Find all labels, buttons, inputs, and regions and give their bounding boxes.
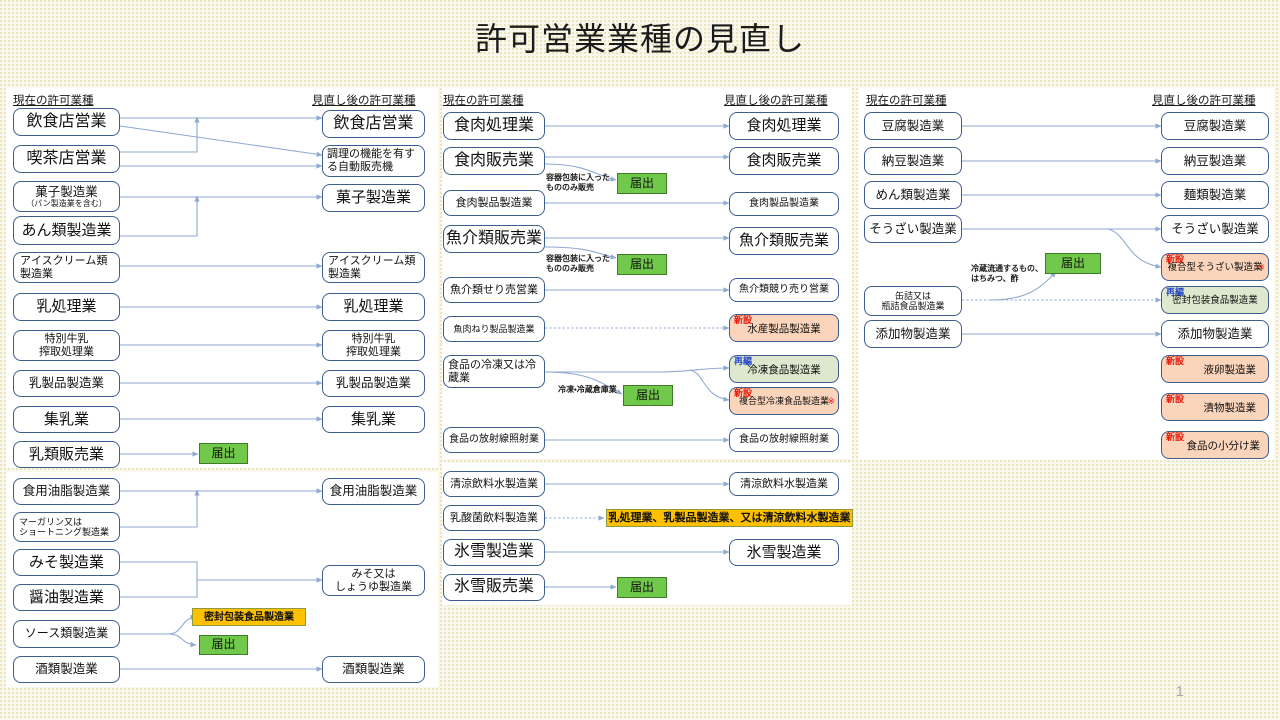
node-current-left-11[interactable]: マーガリン又は ショートニング製造業 xyxy=(13,512,120,542)
node-revised-right-4[interactable]: 新設 複合型そうざい製造業 ※ xyxy=(1161,253,1269,281)
node-current-left-13[interactable]: 醤油製造業 xyxy=(13,584,120,611)
page-number: 1 xyxy=(1175,683,1184,700)
node-revised-right-7[interactable]: 新設 液卵製造業 xyxy=(1161,355,1269,383)
node-revised-right-6[interactable]: 添加物製造業 xyxy=(1161,320,1269,348)
chip-notification-left-1[interactable]: 届出 xyxy=(199,635,248,655)
node-revised-middle-6[interactable]: 再編 冷凍食品製造業 xyxy=(729,355,839,383)
node-current-left-4[interactable]: アイスクリーム類 製造業 xyxy=(13,252,120,283)
node-current-middle-8[interactable]: 清涼飲料水製造業 xyxy=(443,471,545,497)
node-revised-middle-8[interactable]: 食品の放射線照射業 xyxy=(729,428,839,452)
node-revised-left-9[interactable]: みそ又は しょうゆ製造業 xyxy=(322,565,425,596)
chip-notification-left-0[interactable]: 届出 xyxy=(199,443,248,464)
chip-notification-middle-3[interactable]: 届出 xyxy=(617,577,667,598)
node-revised-middle-7[interactable]: 新設 複合型冷凍食品製造業 ※ xyxy=(729,387,839,415)
node-current-left-10[interactable]: 食用油脂製造業 xyxy=(13,478,120,505)
node-revised-left-2[interactable]: 菓子製造業 xyxy=(322,184,425,212)
node-current-middle-5[interactable]: 魚肉ねり製品製造業 xyxy=(443,316,545,342)
node-revised-right-1[interactable]: 納豆製造業 xyxy=(1161,147,1269,175)
node-revised-left-5[interactable]: 特別牛乳 搾取処理業 xyxy=(322,330,425,361)
node-current-left-6[interactable]: 特別牛乳 搾取処理業 xyxy=(13,330,120,361)
annotation-refrigerated-honey-vinegar: 冷蔵流通するもの、 はちみつ、酢 xyxy=(971,264,1043,283)
node-revised-right-3[interactable]: そうざい製造業 xyxy=(1161,215,1269,243)
chip-notification-middle-1[interactable]: 届出 xyxy=(617,254,667,275)
annotation-packaged-only-0: 容器包装に入った もののみ販売 xyxy=(546,173,610,192)
node-current-left-8[interactable]: 集乳業 xyxy=(13,406,120,433)
node-current-middle-7[interactable]: 食品の放射線照射業 xyxy=(443,427,545,453)
heading-revised-middle: 見直し後の許可業種 xyxy=(724,95,828,107)
node-current-left-5[interactable]: 乳処理業 xyxy=(13,293,120,321)
node-current-middle-6[interactable]: 食品の冷凍又は冷 蔵業 xyxy=(443,355,545,388)
node-current-right-2[interactable]: めん類製造業 xyxy=(864,181,962,209)
node-current-right-3[interactable]: そうざい製造業 xyxy=(864,215,962,243)
node-revised-left-3[interactable]: アイスクリーム類 製造業 xyxy=(322,252,425,283)
node-revised-left-0[interactable]: 飲食店営業 xyxy=(322,110,425,138)
node-current-right-0[interactable]: 豆腐製造業 xyxy=(864,112,962,140)
annotation-packaged-only-1: 容器包装に入った もののみ販売 xyxy=(546,254,610,273)
node-revised-left-7[interactable]: 集乳業 xyxy=(322,406,425,433)
heading-current-middle: 現在の許可業種 xyxy=(443,95,524,107)
node-current-right-1[interactable]: 納豆製造業 xyxy=(864,147,962,175)
node-current-right-4[interactable]: 缶詰又は 瓶詰食品製造業 xyxy=(864,286,962,316)
chip-sealed-package-left[interactable]: 密封包装食品製造業 xyxy=(192,608,306,626)
asterisk-marker: ※ xyxy=(827,396,835,406)
node-current-middle-2[interactable]: 食肉製品製造業 xyxy=(443,190,545,216)
node-current-left-3[interactable]: あん類製造業 xyxy=(13,216,120,245)
annotation-cold-storage: 冷凍・冷蔵倉庫業 xyxy=(558,385,617,394)
node-revised-right-9[interactable]: 新設 食品の小分け業 xyxy=(1161,431,1269,459)
node-current-middle-10[interactable]: 氷雪製造業 xyxy=(443,539,545,566)
node-revised-left-4[interactable]: 乳処理業 xyxy=(322,293,425,321)
node-revised-right-8[interactable]: 新設 漬物製造業 xyxy=(1161,393,1269,421)
node-revised-middle-2[interactable]: 食肉製品製造業 xyxy=(729,192,839,216)
node-revised-middle-0[interactable]: 食肉処理業 xyxy=(729,112,839,140)
heading-revised-left: 見直し後の許可業種 xyxy=(312,95,416,107)
chip-dairy-alt-middle[interactable]: 乳処理業、乳製品製造業、又は清涼飲料水製造業 xyxy=(606,509,853,527)
heading-current-left: 現在の許可業種 xyxy=(13,95,94,107)
chip-notification-right-0[interactable]: 届出 xyxy=(1045,253,1101,274)
node-current-right-5[interactable]: 添加物製造業 xyxy=(864,320,962,348)
node-current-middle-4[interactable]: 魚介類せり売営業 xyxy=(443,277,545,303)
heading-revised-right: 見直し後の許可業種 xyxy=(1152,95,1256,107)
node-revised-right-2[interactable]: 麺類製造業 xyxy=(1161,181,1269,209)
node-revised-middle-1[interactable]: 食肉販売業 xyxy=(729,147,839,175)
node-revised-middle-4[interactable]: 魚介類競り売り営業 xyxy=(729,278,839,302)
node-current-left-9[interactable]: 乳類販売業 xyxy=(13,441,120,468)
node-current-middle-0[interactable]: 食肉処理業 xyxy=(443,112,545,140)
node-current-left-14[interactable]: ソース類製造業 xyxy=(13,620,120,648)
node-current-middle-11[interactable]: 氷雪販売業 xyxy=(443,574,545,601)
node-current-left-0[interactable]: 飲食店営業 xyxy=(13,108,120,136)
node-current-left-15[interactable]: 酒類製造業 xyxy=(13,656,120,683)
chip-notification-middle-0[interactable]: 届出 xyxy=(617,173,667,194)
node-current-left-7[interactable]: 乳製品製造業 xyxy=(13,370,120,397)
node-revised-left-8[interactable]: 食用油脂製造業 xyxy=(322,478,425,505)
node-revised-middle-9[interactable]: 清涼飲料水製造業 xyxy=(729,472,839,496)
heading-current-right: 現在の許可業種 xyxy=(866,95,947,107)
page-title: 許可営業業種の見直し xyxy=(474,21,805,57)
node-revised-middle-5[interactable]: 新設 水産製品製造業 xyxy=(729,314,839,342)
node-revised-middle-10[interactable]: 氷雪製造業 xyxy=(729,539,839,566)
node-current-middle-9[interactable]: 乳酸菌飲料製造業 xyxy=(443,505,545,531)
asterisk-marker: ※ xyxy=(1257,262,1265,272)
node-current-left-12[interactable]: みそ製造業 xyxy=(13,549,120,576)
node-current-left-2[interactable]: 菓子製造業 （パン製造業を含む） xyxy=(13,181,120,212)
node-revised-left-1[interactable]: 調理の機能を有す る自動販売機 xyxy=(322,145,425,177)
node-current-middle-1[interactable]: 食肉販売業 xyxy=(443,147,545,175)
node-current-middle-3[interactable]: 魚介類販売業 xyxy=(443,225,545,253)
node-revised-left-6[interactable]: 乳製品製造業 xyxy=(322,370,425,397)
node-revised-middle-3[interactable]: 魚介類販売業 xyxy=(729,227,839,255)
node-revised-right-5[interactable]: 再編 密封包装食品製造業 xyxy=(1161,286,1269,314)
chip-notification-middle-2[interactable]: 届出 xyxy=(623,385,673,406)
node-current-left-1[interactable]: 喫茶店営業 xyxy=(13,145,120,173)
node-revised-right-0[interactable]: 豆腐製造業 xyxy=(1161,112,1269,140)
node-revised-left-10[interactable]: 酒類製造業 xyxy=(322,656,425,683)
